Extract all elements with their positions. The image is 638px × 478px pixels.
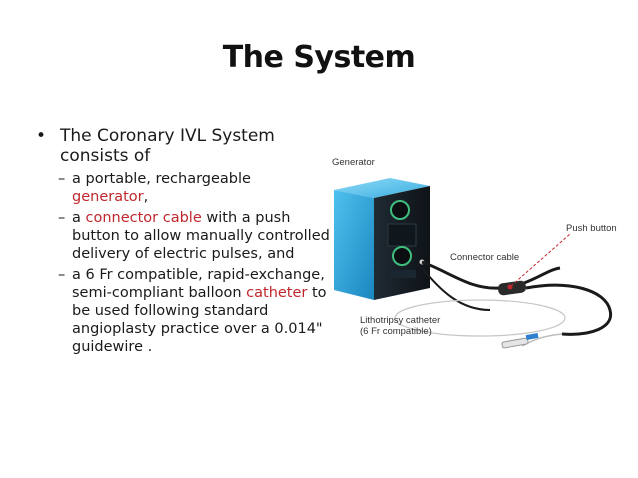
connector-cable (421, 260, 561, 290)
push-button-housing (497, 280, 527, 296)
sub-item-generator: – a portable, rechargeable generator, (30, 170, 330, 206)
device-illustration (334, 178, 613, 349)
ivl-system-figure: Generator Push button Connector cable Li… (330, 150, 630, 360)
generator-unit (334, 178, 430, 300)
sub-item-text: a portable, rechargeable (72, 171, 251, 187)
sub-item-text: a (72, 210, 86, 226)
bullet-list: • The Coronary IVL System consists of – … (30, 126, 330, 356)
sub-item-text: with a push button to allow manually con… (72, 210, 330, 262)
bullet-marker: • (36, 126, 47, 146)
dash-marker: – (58, 267, 66, 283)
highlight-connector-cable: connector cable (85, 210, 202, 226)
bullet-main-text: The Coronary IVL System consists of (60, 126, 275, 166)
dash-marker: – (58, 171, 66, 187)
sub-item-catheter: – a 6 Fr compatible, rapid-exchange, sem… (30, 266, 330, 356)
sub-item-text: a 6 Fr compatible, rapid-exchange, semi-… (72, 267, 325, 301)
sub-item-text: , (143, 189, 149, 205)
label-generator: Generator (332, 157, 375, 168)
label-connector-cable: Connector cable (450, 252, 520, 263)
label-push-button: Push button (566, 223, 617, 234)
sub-item-text: to be used following standard angioplast… (72, 285, 327, 355)
sub-item-connector: – a connector cable with a push button t… (30, 209, 330, 263)
label-catheter-line2: (6 Fr compatible) (360, 326, 432, 337)
sub-list: – a portable, rechargeable generator, – … (30, 170, 330, 356)
highlight-generator: generator (72, 189, 144, 205)
label-catheter-line1: Lithotripsy catheter (360, 315, 441, 326)
dash-marker: – (58, 210, 66, 226)
label-lithotripsy-catheter: Lithotripsy catheter (6 Fr compatible) (360, 315, 440, 337)
highlight-catheter: catheter (246, 285, 308, 301)
bullet-item-main: • The Coronary IVL System consists of (30, 126, 330, 166)
slide-title: The System (222, 40, 416, 75)
catheter-loop (394, 299, 566, 337)
